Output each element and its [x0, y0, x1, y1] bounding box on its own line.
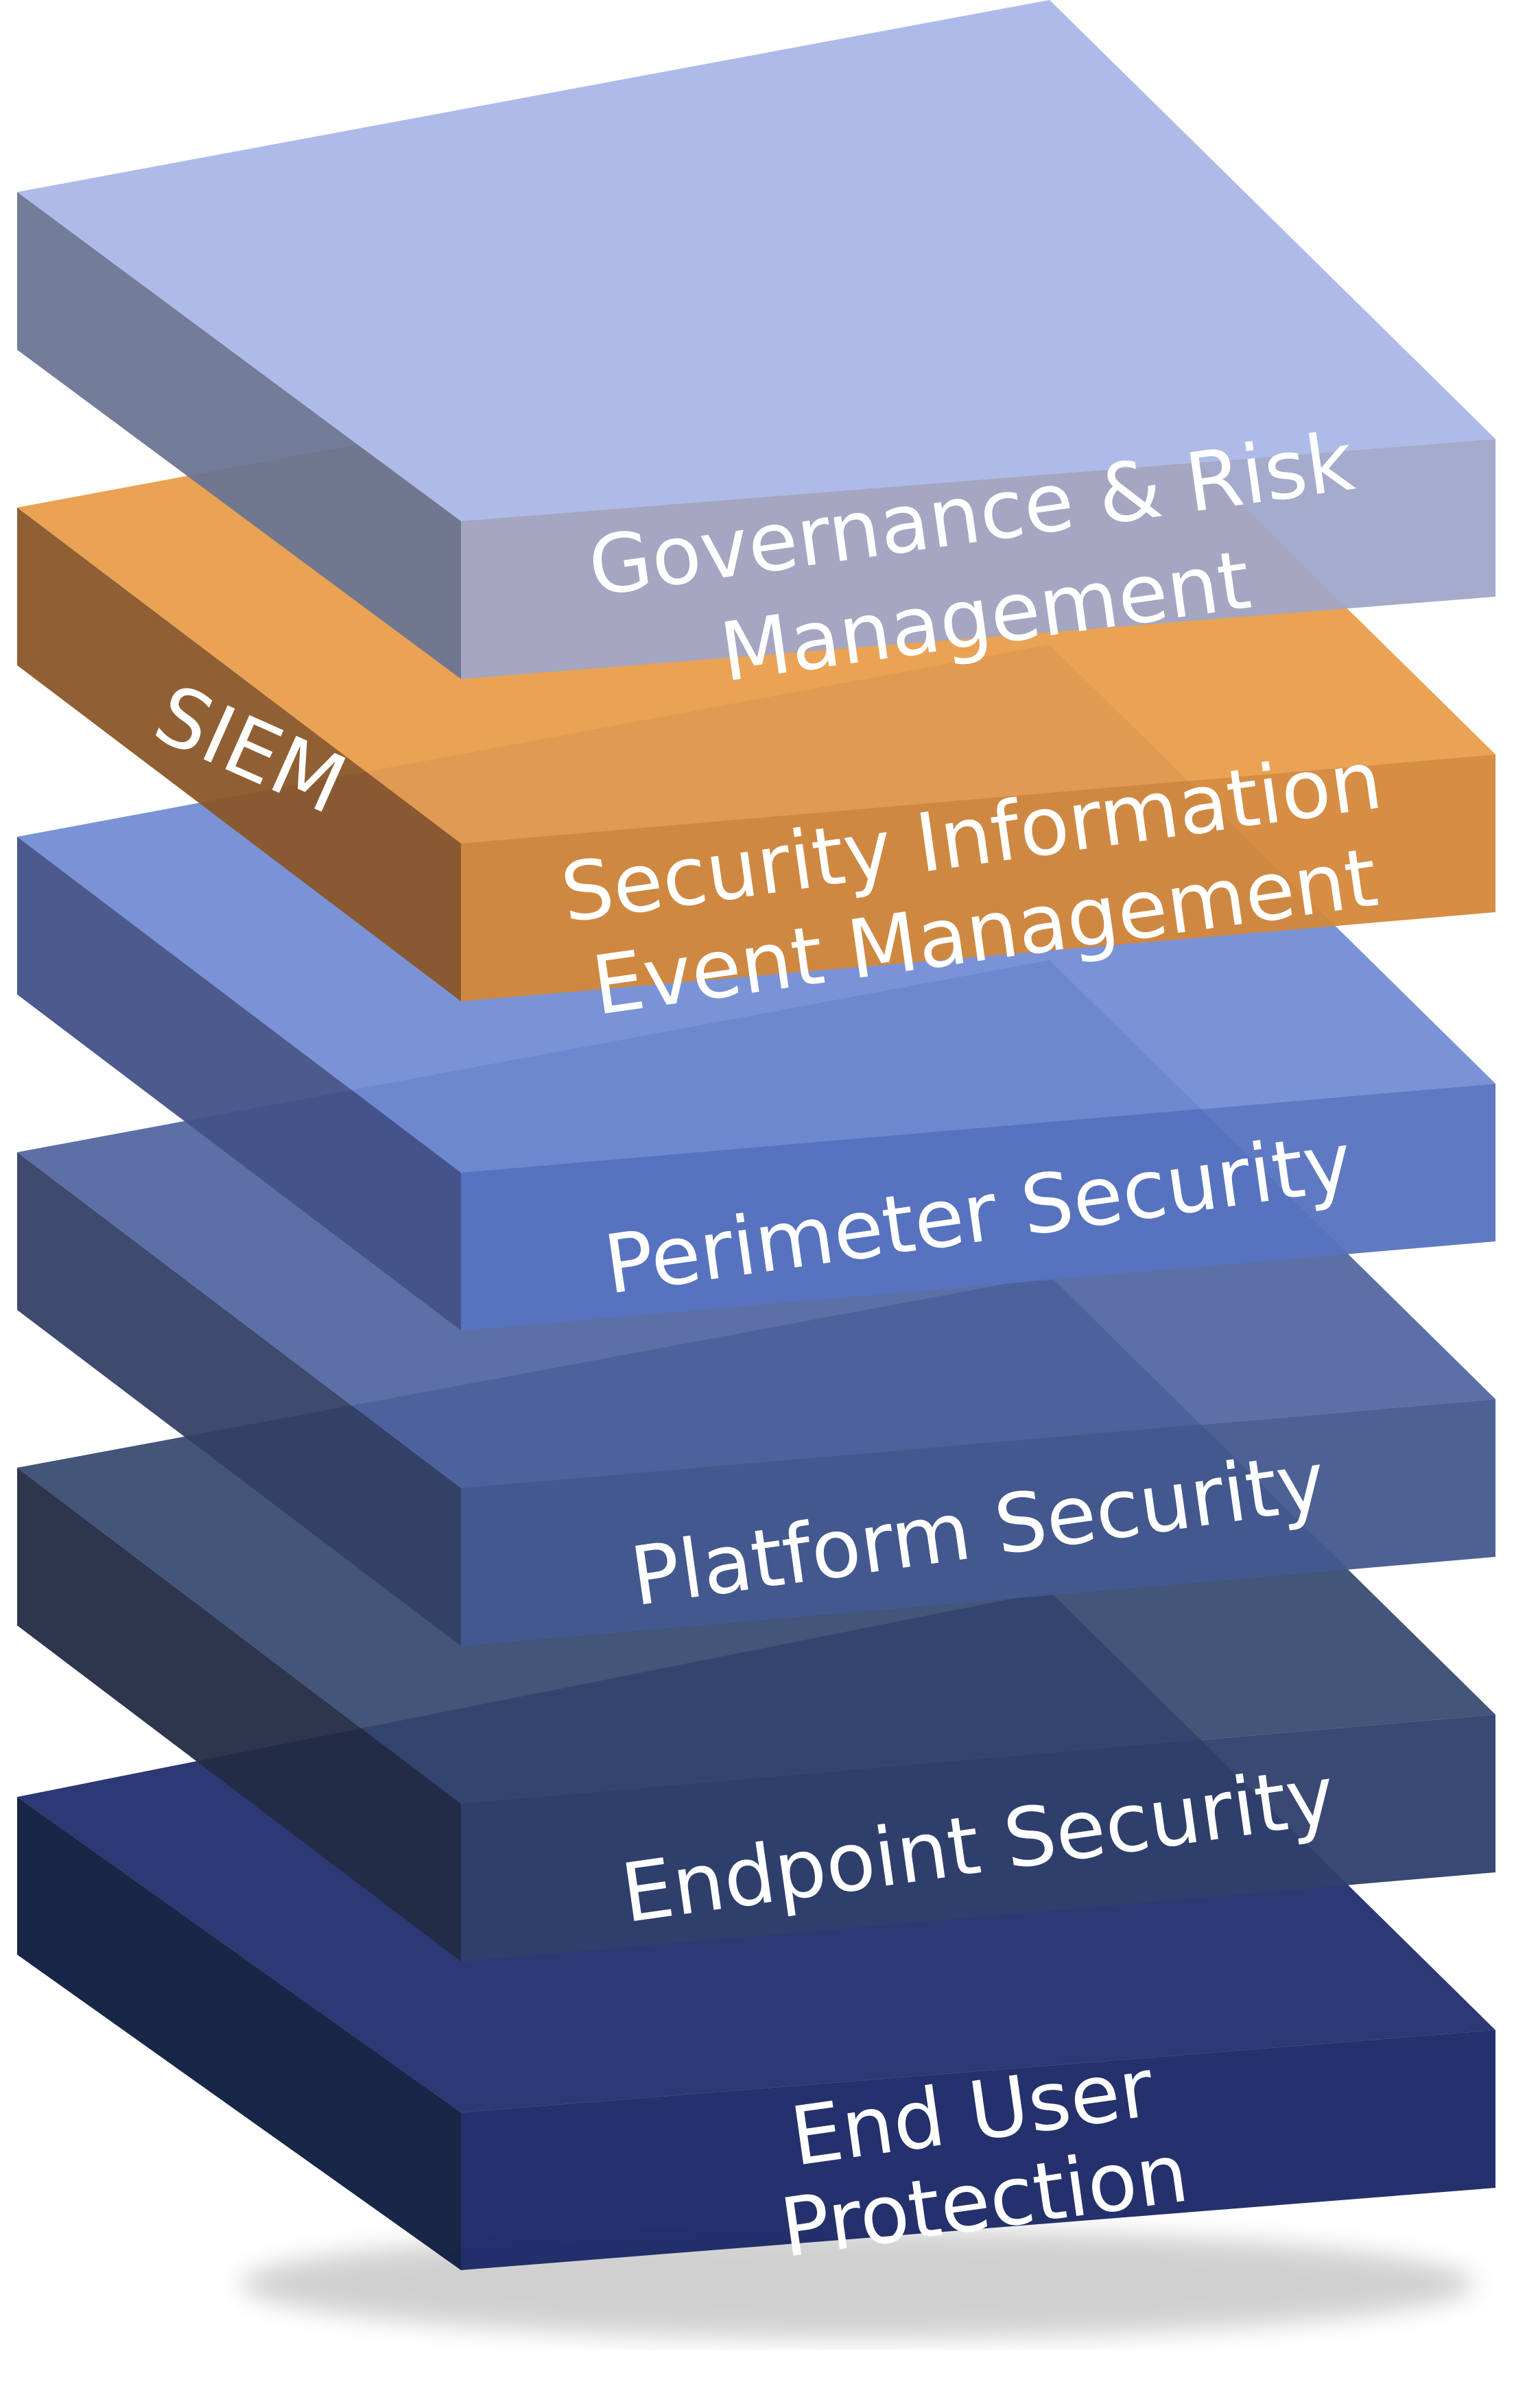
layer-side-face — [17, 1468, 461, 1962]
layer-front-face — [461, 1399, 1495, 1646]
layer-side-face — [17, 192, 461, 679]
layer-side-face — [17, 508, 461, 1001]
layer-front-face — [461, 1715, 1495, 1962]
layer-governance-risk-management: Governance & RiskManagement — [17, 0, 1495, 700]
layer-front-face — [461, 754, 1495, 1001]
layer-front-face — [461, 1084, 1495, 1331]
layer-side-face — [17, 837, 461, 1331]
layer-side-face — [17, 1152, 461, 1646]
layer-top-face — [17, 0, 1495, 521]
layer-side-face — [17, 1797, 461, 2270]
layer-front-face — [461, 439, 1495, 679]
layer-front-face — [461, 2030, 1495, 2270]
